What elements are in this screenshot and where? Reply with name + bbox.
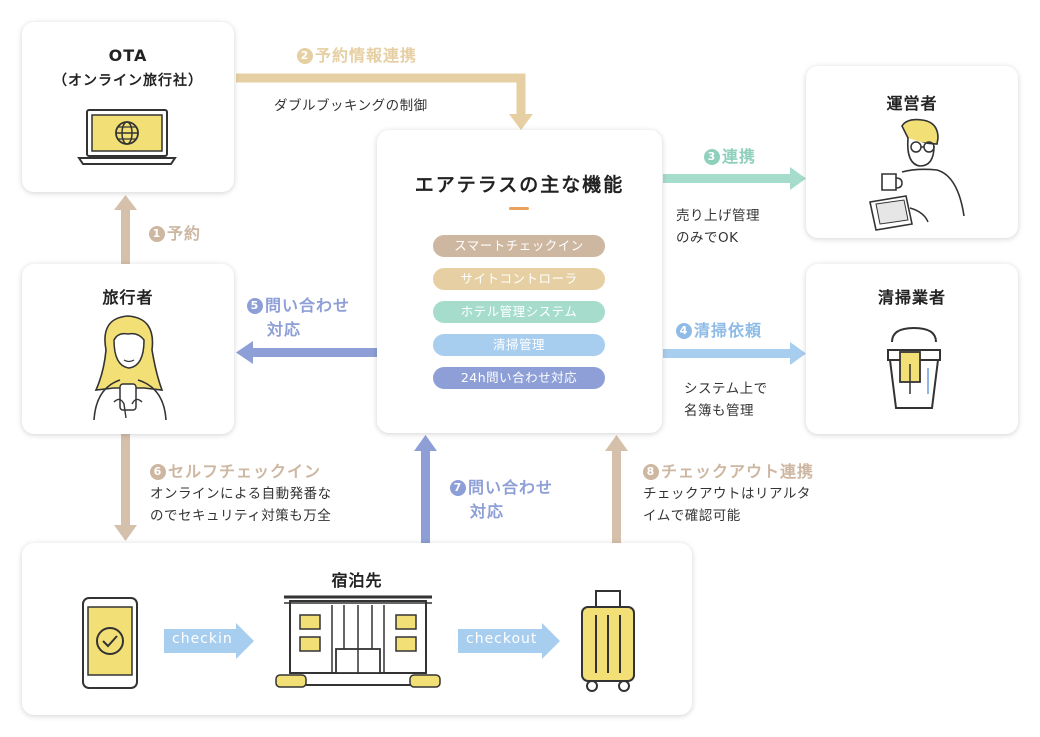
arrow-link-head: [790, 167, 806, 190]
title-underline: [509, 207, 529, 210]
feature-hotel-system: ホテル管理システム: [433, 301, 605, 323]
traveler-person-icon: [93, 315, 167, 421]
step8-number: 8: [643, 464, 659, 480]
hotel-building-icon: [275, 595, 441, 688]
step7-text-2: 対応: [470, 502, 505, 521]
ota-card: OTA （オンライン旅行社）: [22, 22, 234, 192]
lodging-card: 宿泊先 checkin checkout: [22, 543, 692, 715]
step7-text-1: 問い合わせ: [468, 478, 554, 497]
step4-number: 4: [676, 323, 692, 339]
arrow-checkout-sync-head: [605, 435, 628, 451]
lodging-title: 宿泊先: [331, 571, 383, 590]
feature-site-controller: サイトコントローラ: [433, 268, 605, 290]
cleaner-card: 清掃業者: [806, 264, 1018, 434]
arrow-inquiry-lodging: [421, 448, 430, 543]
phone-check-icon: [82, 597, 138, 689]
arrow-inquiry-traveler-head: [236, 341, 253, 364]
step4-note-1: システム上で: [684, 381, 768, 397]
step2-number: 2: [297, 48, 313, 64]
step6-text: セルフチェックイン: [168, 462, 322, 481]
arrow-checkout-sync: [612, 448, 621, 543]
checkin-arrow: [164, 623, 254, 659]
step6-note-1: オンラインによる自動発番な: [150, 486, 332, 502]
step4-text: 清掃依頼: [694, 321, 763, 340]
arrow-reserve: [121, 208, 130, 264]
laptop-globe-icon: [77, 109, 177, 165]
feature-smart-checkin: スマートチェックイン: [433, 235, 605, 257]
step6-note-2: のでセキュリティ対策も万全: [150, 508, 332, 524]
checkout-label: checkout: [466, 631, 538, 647]
step3-text: 連携: [722, 147, 757, 166]
step2-note: ダブルブッキングの制御: [274, 98, 428, 114]
checkin-label: checkin: [172, 631, 233, 647]
arrow-cleaning-head: [790, 342, 806, 365]
step5-number: 5: [247, 298, 263, 314]
arrow-reserve-head: [114, 195, 137, 210]
step8-text: チェックアウト連携: [661, 462, 815, 481]
arrow-booking-sync-head: [509, 114, 533, 130]
feature-cleaning-management: 清掃管理: [433, 334, 605, 356]
arrow-inquiry-traveler: [250, 348, 377, 357]
step3-note-1: 売り上げ管理: [676, 208, 760, 224]
step3-note-2: のみでOK: [676, 230, 739, 246]
step5-text-2: 対応: [267, 320, 302, 339]
arrow-link: [663, 174, 793, 183]
step2-text: 予約情報連携: [315, 46, 418, 65]
step6-number: 6: [150, 464, 166, 480]
step8-note-2: イムで確認可能: [643, 508, 741, 524]
main-title: エアテラスの主な機能: [414, 174, 625, 196]
checkout-arrow: [458, 623, 560, 659]
step1-text: 予約: [167, 224, 202, 243]
step1-number: 1: [149, 226, 165, 242]
step8-note-1: チェックアウトはリアルタ: [643, 486, 811, 502]
ota-title: OTA: [108, 46, 148, 65]
traveler-title: 旅行者: [102, 288, 154, 307]
ota-subtitle: （オンライン旅行社）: [53, 73, 203, 89]
suitcase-icon: [581, 590, 635, 692]
bucket-icon: [887, 326, 941, 409]
operator-card: 運営者: [806, 66, 1018, 238]
step7-number: 7: [450, 480, 466, 496]
cleaner-title: 清掃業者: [877, 288, 946, 307]
traveler-card: 旅行者: [22, 264, 234, 434]
step4-note-2: 名簿も管理: [684, 403, 754, 419]
arrow-selfcheckin-head: [114, 525, 137, 541]
operator-person-icon: [869, 118, 965, 231]
arrow-booking-sync: [236, 73, 526, 118]
arrow-inquiry-lodging-head: [414, 435, 437, 451]
step3-number: 3: [704, 149, 720, 165]
operator-title: 運営者: [886, 94, 938, 113]
feature-24h-support: 24h問い合わせ対応: [433, 367, 605, 389]
arrow-selfcheckin: [121, 434, 130, 528]
arrow-cleaning: [663, 349, 793, 358]
step5-text-1: 問い合わせ: [265, 296, 351, 315]
